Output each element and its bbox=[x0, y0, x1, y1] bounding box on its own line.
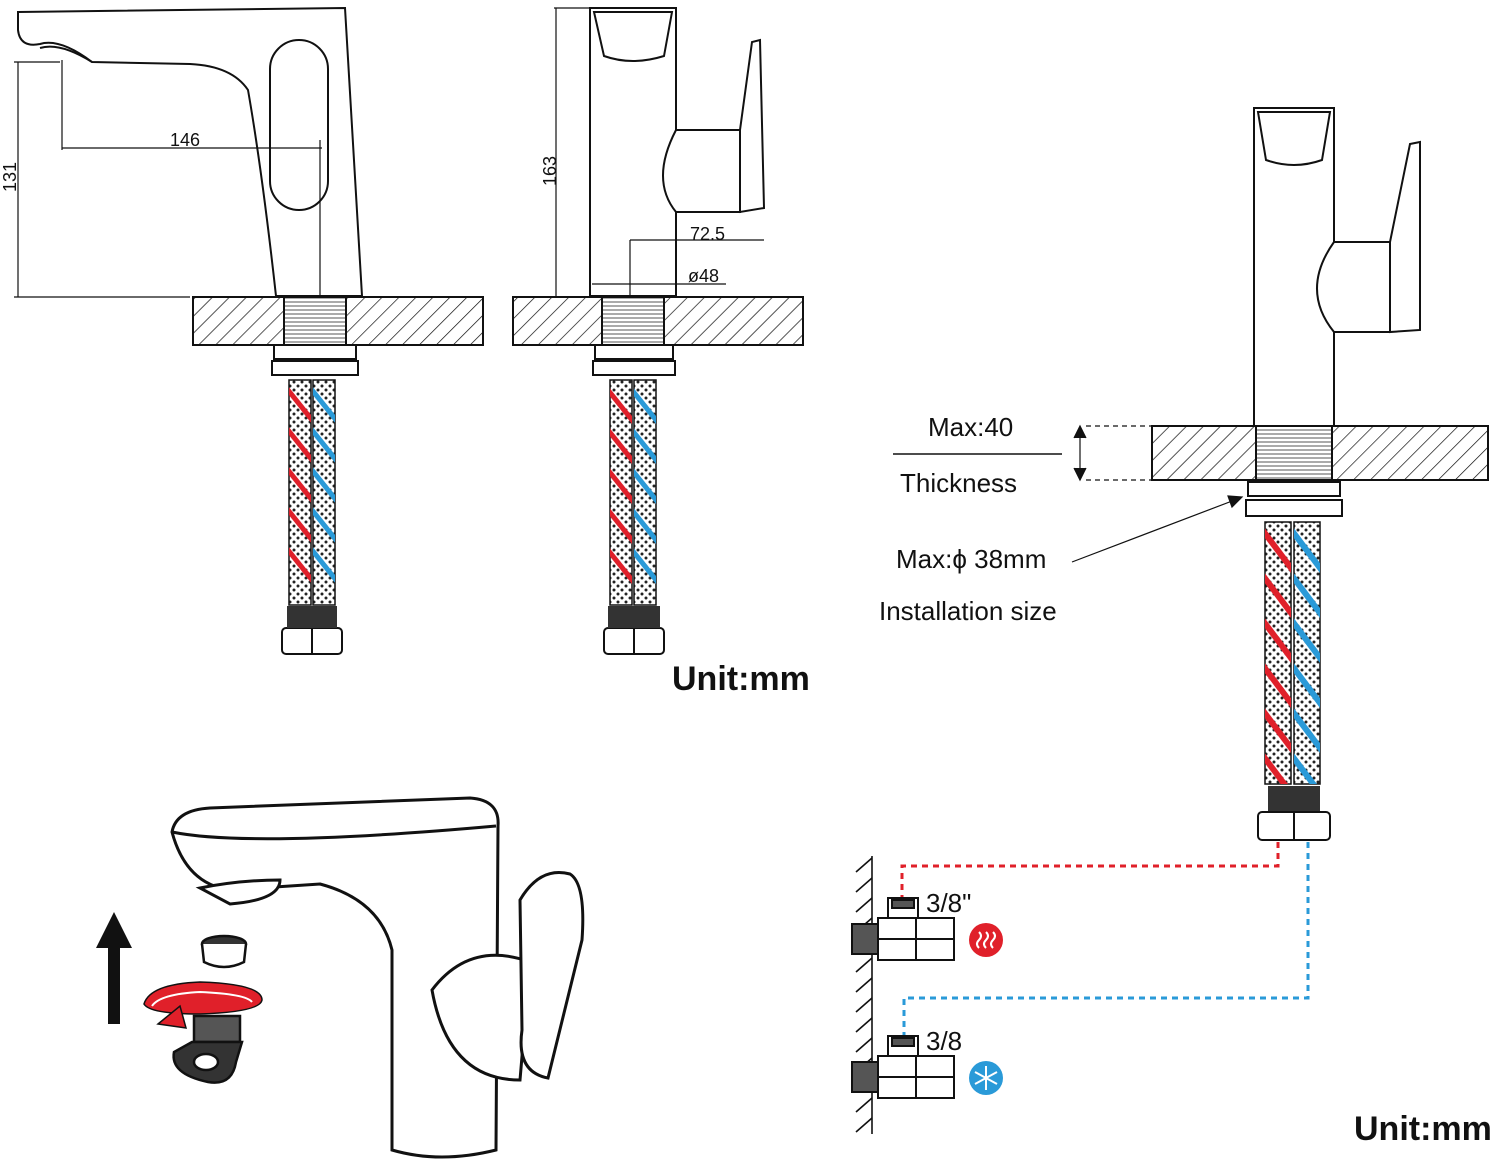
cold-valve-size: 3/8 bbox=[926, 1026, 962, 1056]
countertop-side bbox=[512, 296, 804, 376]
side-dimensions bbox=[554, 7, 764, 297]
front-dimensions bbox=[14, 60, 322, 298]
hoses-front bbox=[281, 379, 343, 655]
cold-water-icon bbox=[969, 1061, 1003, 1095]
front-view-drawing bbox=[17, 6, 364, 297]
side-view-drawing bbox=[589, 7, 766, 297]
hole-size-leader bbox=[1071, 495, 1244, 563]
thickness-label: Thickness bbox=[900, 468, 1017, 498]
hot-angle-valve bbox=[851, 897, 955, 961]
dim-handle-offset: 72.5 bbox=[690, 224, 725, 244]
hoses-side bbox=[603, 379, 665, 655]
countertop-front bbox=[192, 296, 484, 376]
wall bbox=[855, 856, 873, 1134]
dim-total-height: 163 bbox=[540, 156, 560, 186]
installation-size-label: Installation size bbox=[879, 596, 1057, 626]
max-thickness-label: Max:40 bbox=[928, 412, 1013, 442]
countertop-install bbox=[1151, 425, 1489, 517]
cold-angle-valve bbox=[851, 1035, 955, 1099]
install-view-drawing bbox=[1253, 107, 1421, 427]
hot-water-icon bbox=[969, 923, 1003, 957]
aerator-part bbox=[200, 934, 248, 969]
dim-spout-height: 131 bbox=[0, 162, 20, 192]
unit-label-bottom: Unit:mm bbox=[1354, 1110, 1492, 1148]
faucet-perspective-drawing bbox=[170, 796, 585, 1159]
dim-spout-reach: 146 bbox=[170, 130, 200, 150]
rotate-arrow-icon bbox=[143, 981, 263, 1029]
hot-valve-size: 3/8" bbox=[926, 888, 971, 918]
thickness-marker bbox=[893, 424, 1152, 482]
supply-lines bbox=[900, 842, 1310, 1036]
aerator-key-tool bbox=[172, 1014, 244, 1084]
dim-base-diameter: ø48 bbox=[688, 266, 719, 286]
up-arrow-icon bbox=[96, 912, 132, 1024]
unit-label-top: Unit:mm bbox=[672, 660, 810, 698]
max-hole-label: Max:ϕ 38mm bbox=[896, 544, 1046, 574]
hoses-install bbox=[1257, 521, 1331, 841]
